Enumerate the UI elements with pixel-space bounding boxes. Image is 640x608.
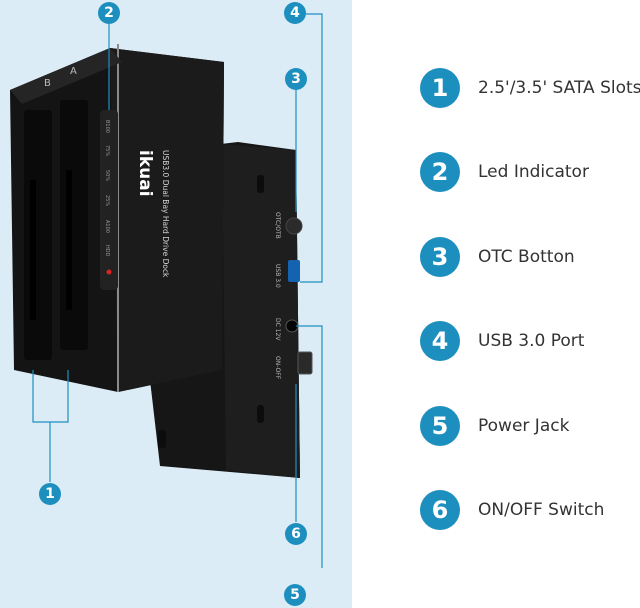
otc-label: OTC/OTB (274, 212, 281, 239)
feature-number: 6 (420, 490, 460, 530)
led-label-0: B100 (104, 120, 110, 133)
power-led (106, 269, 112, 275)
feature-label: USB 3.0 Port (478, 331, 585, 351)
led-label-4: A100 (104, 220, 110, 233)
feature-led-indicator: 2 Led Indicator (420, 151, 589, 193)
feature-label: Led Indicator (478, 162, 589, 182)
feature-label: Power Jack (478, 416, 570, 436)
vent-slot (257, 175, 264, 193)
vent-slot (257, 405, 264, 423)
feature-label: OTC Botton (478, 247, 575, 267)
otc-button (285, 217, 303, 235)
feature-number: 5 (420, 406, 460, 446)
feature-label: 2.5'/3.5' SATA Slots (478, 78, 640, 98)
vent-slot (158, 430, 166, 448)
switch-label: ON-OFF (274, 356, 281, 380)
led-label-2: 50% (104, 170, 110, 181)
slot-a-letter: A (70, 66, 77, 77)
feature-number: 1 (420, 68, 460, 108)
usb-label: USB 3.0 (274, 264, 281, 288)
callout-badge-1: 1 (39, 483, 61, 505)
callout-badge-3: 3 (285, 68, 307, 90)
brand-logo: ikuai (135, 150, 155, 197)
led-label-3: 25% (104, 195, 110, 206)
slot-a (60, 100, 88, 350)
feature-number: 4 (420, 321, 460, 361)
callout-badge-5: 5 (284, 584, 306, 606)
feature-power-jack: 5 Power Jack (420, 405, 569, 447)
feature-usb-port: 4 USB 3.0 Port (420, 320, 584, 362)
power-switch (297, 351, 313, 375)
callout-badge-4: 4 (284, 2, 306, 24)
feature-label: ON/OFF Switch (478, 500, 605, 520)
callout-badge-6: 6 (285, 523, 307, 545)
dock-rear-view: OTC/OTB USB 3.0 DC 12V ON-OFF (150, 142, 313, 478)
feature-number: 3 (420, 237, 460, 277)
product-subtitle: USB3.0 Dual Bay Hard Drive Dock (161, 150, 170, 278)
callout-badge-2: 2 (98, 2, 120, 24)
hard-drive-dock-illustration: OTC/OTB USB 3.0 DC 12V ON-OFF B A B100 75… (10, 13, 323, 568)
feature-sata-slots: 1 2.5'/3.5' SATA Slots (420, 67, 640, 109)
slot-b (24, 110, 52, 360)
led-panel (100, 110, 118, 290)
callout-lines (32, 13, 323, 568)
dc-label: DC 12V (274, 318, 281, 341)
feature-otc-button: 3 OTC Botton (420, 236, 575, 278)
led-label-5: HDD (104, 245, 110, 257)
slot-b-letter: B (44, 78, 51, 89)
led-label-1: 75% (104, 145, 110, 156)
feature-number: 2 (420, 152, 460, 192)
feature-power-switch: 6 ON/OFF Switch (420, 489, 604, 531)
usb-port (288, 260, 300, 282)
